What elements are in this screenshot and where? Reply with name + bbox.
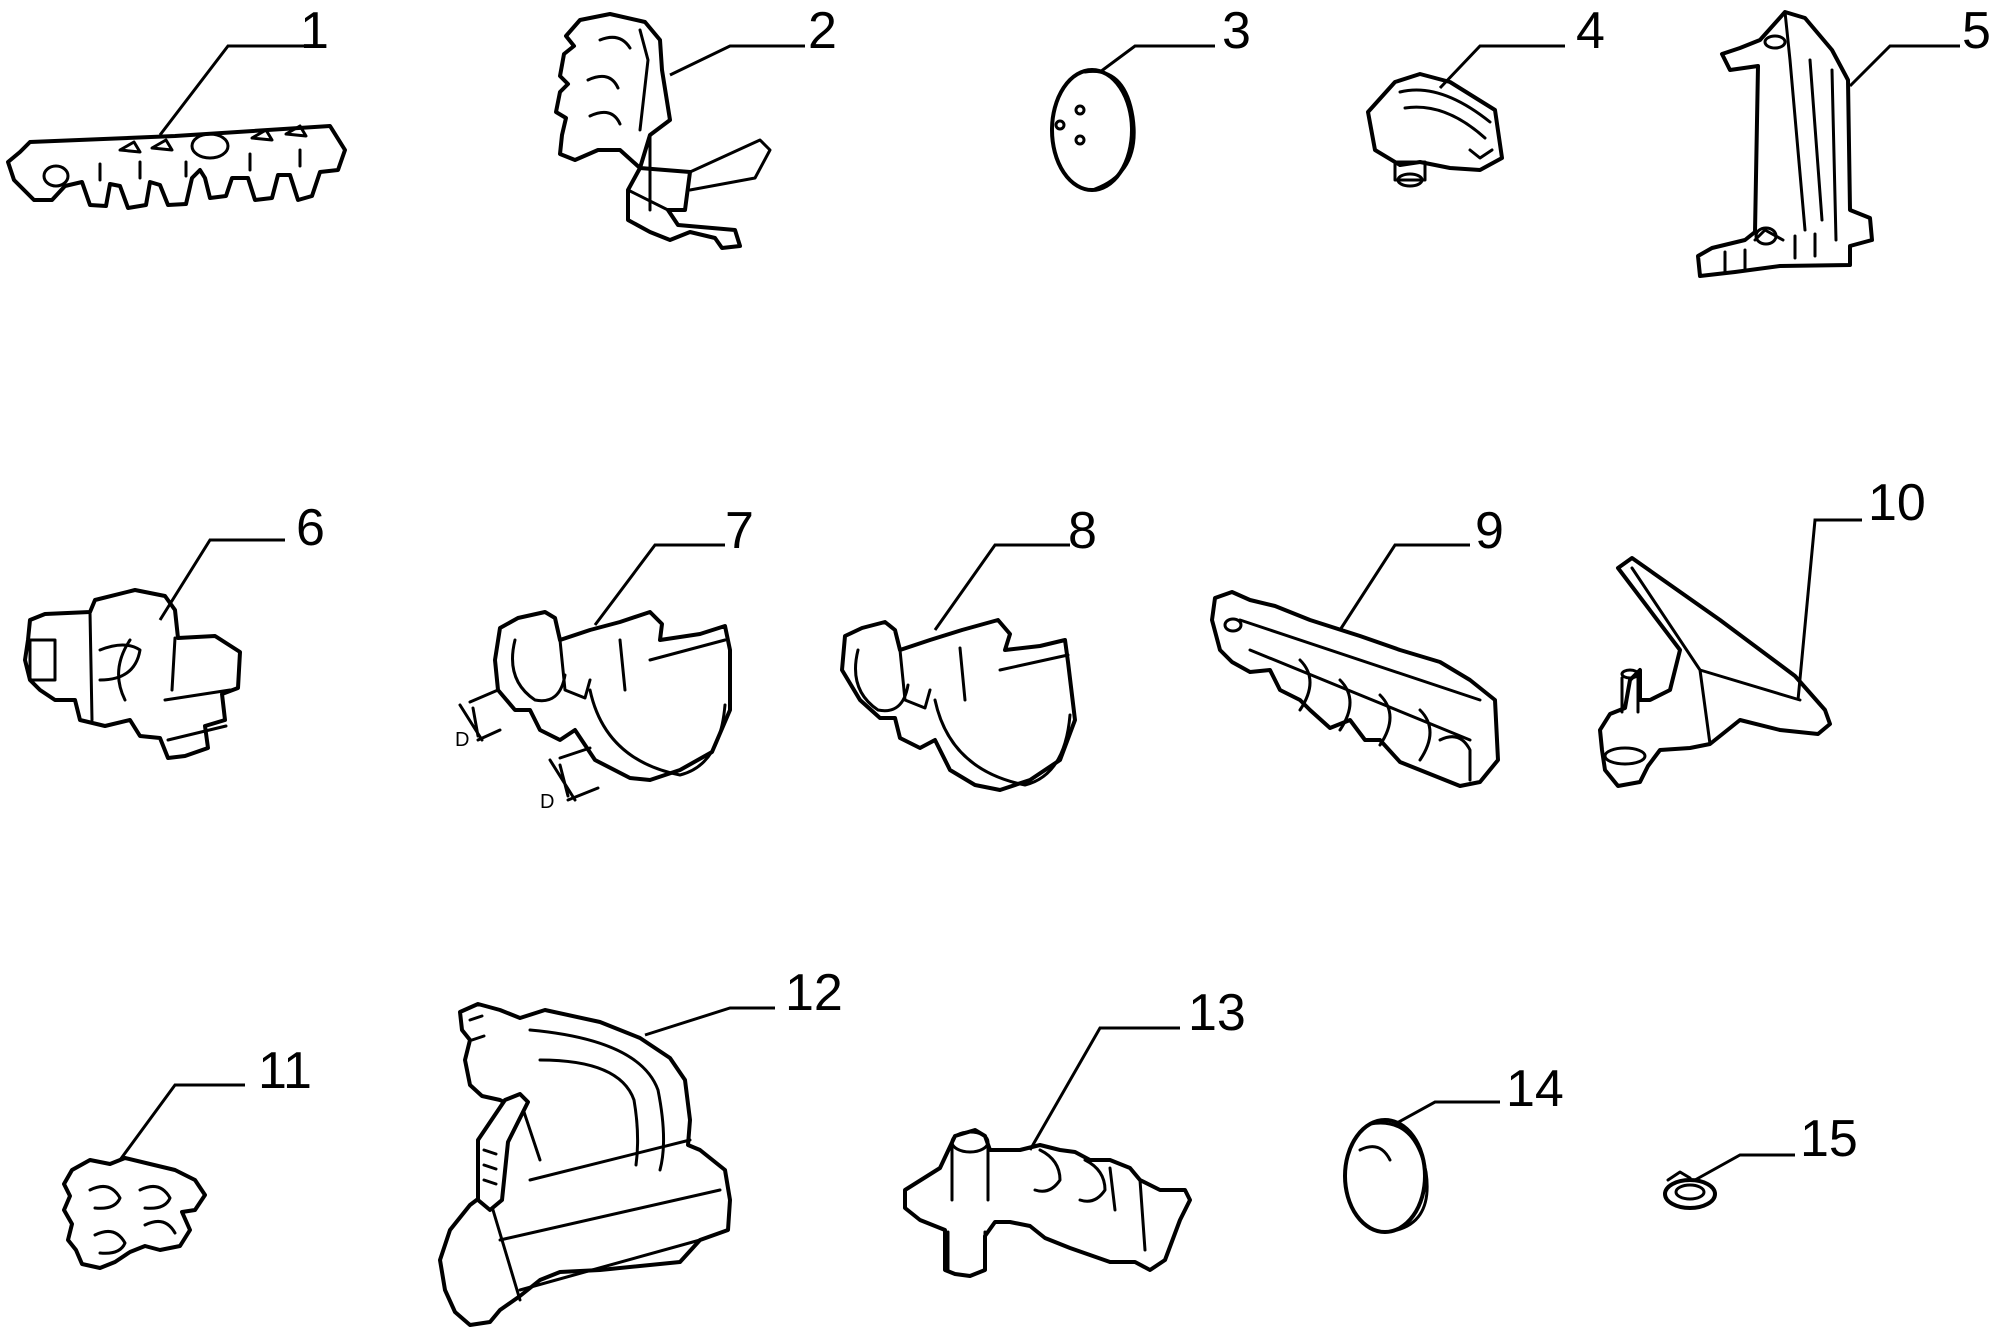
part-2: 2 — [554, 2, 837, 250]
callout-5: 5 — [1962, 2, 1991, 60]
clip-bracket-icon — [1366, 72, 1504, 188]
callout-10: 10 — [1868, 474, 1926, 532]
callout-7: 7 — [725, 502, 754, 560]
pipe-clip-icon — [458, 610, 732, 802]
callout-8: 8 — [1068, 502, 1097, 560]
callout-2: 2 — [808, 2, 837, 60]
callout-1: 1 — [300, 2, 329, 60]
small-clip-icon — [62, 1156, 207, 1270]
callout-12: 12 — [785, 964, 843, 1022]
dimension-label-d-upper: D — [455, 729, 469, 751]
part-15: 15 — [1663, 1110, 1858, 1210]
stud-bracket-icon — [1598, 556, 1832, 788]
part-5: 5 — [1696, 2, 1991, 278]
stud-clip-bracket-icon — [903, 1128, 1192, 1278]
callout-13: 13 — [1188, 984, 1246, 1042]
part-12: 12 — [438, 964, 843, 1327]
frame-bracket-with-tie-icon — [438, 1002, 732, 1327]
clip-rail-icon — [1210, 590, 1500, 788]
cable-clip-strip-icon — [6, 124, 347, 210]
support-bracket-icon — [1696, 10, 1874, 278]
part-8: 8 — [840, 502, 1097, 792]
hose-clamp-icon — [1663, 1170, 1717, 1210]
part-13: 13 — [903, 984, 1246, 1278]
callout-15: 15 — [1800, 1110, 1858, 1168]
part-3: 3 — [1050, 2, 1251, 192]
part-9: 9 — [1210, 502, 1504, 788]
part-11: 11 — [62, 1042, 312, 1270]
callout-14: 14 — [1506, 1060, 1564, 1118]
callout-9: 9 — [1475, 502, 1504, 560]
part-7: D D 7 — [455, 502, 754, 813]
cable-bracket-icon — [554, 12, 772, 250]
dimension-label-d-lower: D — [540, 791, 554, 813]
callout-6: 6 — [296, 499, 325, 557]
plug-icon — [1343, 1118, 1429, 1234]
callout-11: 11 — [258, 1042, 312, 1100]
callout-4: 4 — [1576, 2, 1605, 60]
pipe-clip-icon — [840, 618, 1077, 792]
callout-3: 3 — [1222, 2, 1251, 60]
part-10: 10 — [1598, 474, 1926, 788]
grommet-icon — [1050, 68, 1136, 192]
part-6: 6 — [23, 499, 325, 760]
part-1: 1 — [6, 2, 347, 210]
part-4: 4 — [1366, 2, 1605, 188]
double-clip-icon — [23, 588, 242, 760]
part-14: 14 — [1343, 1060, 1564, 1234]
